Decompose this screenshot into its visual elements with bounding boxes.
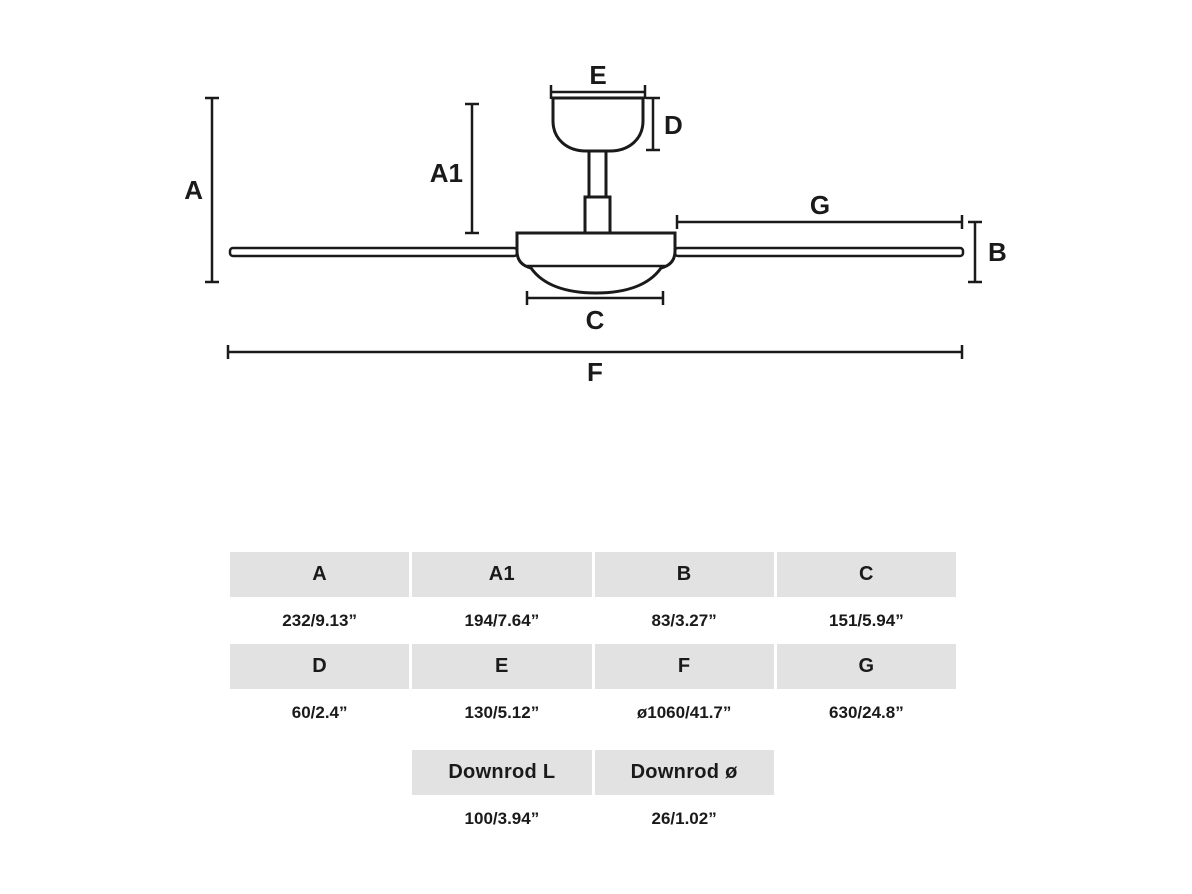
table-value-row-2: 60/2.4” 130/5.12” ø1060/41.7” 630/24.8” xyxy=(230,690,956,735)
table-value-cell: 151/5.94” xyxy=(776,598,956,643)
label-B: B xyxy=(988,237,1007,267)
dimension-line-C xyxy=(525,291,665,305)
downrod-upper xyxy=(587,149,608,199)
table-value-cell: 194/7.64” xyxy=(412,598,592,643)
motor-housing xyxy=(515,231,677,295)
label-A1: A1 xyxy=(430,158,463,188)
fan-dimension-diagram: A A1 E D G B C F xyxy=(184,60,1007,387)
table-header-cell: E xyxy=(412,644,592,689)
table-value-cell: 130/5.12” xyxy=(412,690,592,735)
table-header-cell: Downrod ø xyxy=(594,750,774,795)
table-header-cell: Downrod L xyxy=(412,750,592,795)
table-header-row-1: A A1 B C xyxy=(230,552,956,597)
table-value-cell: 630/24.8” xyxy=(776,690,956,735)
dimension-line-G xyxy=(675,215,964,229)
dimension-line-A1 xyxy=(465,102,479,235)
table-value-row-1: 232/9.13” 194/7.64” 83/3.27” 151/5.94” xyxy=(230,598,956,643)
table-value-cell: 232/9.13” xyxy=(230,598,410,643)
table-header-cell: A1 xyxy=(412,552,592,597)
dimension-lines xyxy=(205,85,982,359)
table-value-cell: 60/2.4” xyxy=(230,690,410,735)
table-value-row-downrod: 100/3.94” 26/1.02” xyxy=(230,796,956,841)
table-header-cell: D xyxy=(230,644,410,689)
dimension-line-A xyxy=(205,96,219,284)
label-D: D xyxy=(664,110,683,140)
canopy-shape xyxy=(551,96,645,153)
table-header-row-2: D E F G xyxy=(230,644,956,689)
dimensions-table: A A1 B C 232/9.13” 194/7.64” 83/3.27” 15… xyxy=(230,552,956,842)
table-header-cell: C xyxy=(776,552,956,597)
table-value-cell: 83/3.27” xyxy=(594,598,774,643)
blade-right xyxy=(673,246,965,258)
dimension-line-F xyxy=(226,345,964,359)
table-header-cell: A xyxy=(230,552,410,597)
label-G: G xyxy=(810,190,830,220)
table-header-cell: G xyxy=(776,644,956,689)
label-E: E xyxy=(589,60,606,90)
table-value-cell: ø1060/41.7” xyxy=(594,690,774,735)
label-C: C xyxy=(586,305,605,335)
table-header-row-downrod: Downrod L Downrod ø xyxy=(230,750,956,795)
blade-left xyxy=(228,246,519,258)
ceiling-fan-drawing xyxy=(228,96,965,295)
downrod-lower xyxy=(583,195,612,235)
dimension-line-D xyxy=(646,96,660,152)
table-header-cell: F xyxy=(594,644,774,689)
table-header-cell: B xyxy=(594,552,774,597)
table-value-cell: 100/3.94” xyxy=(412,796,592,841)
table-value-cell: 26/1.02” xyxy=(594,796,774,841)
table-row-spacer xyxy=(230,736,956,750)
dimension-line-B xyxy=(968,220,982,284)
label-A: A xyxy=(184,175,203,205)
dimension-line-E xyxy=(549,85,647,99)
label-F: F xyxy=(587,357,603,387)
